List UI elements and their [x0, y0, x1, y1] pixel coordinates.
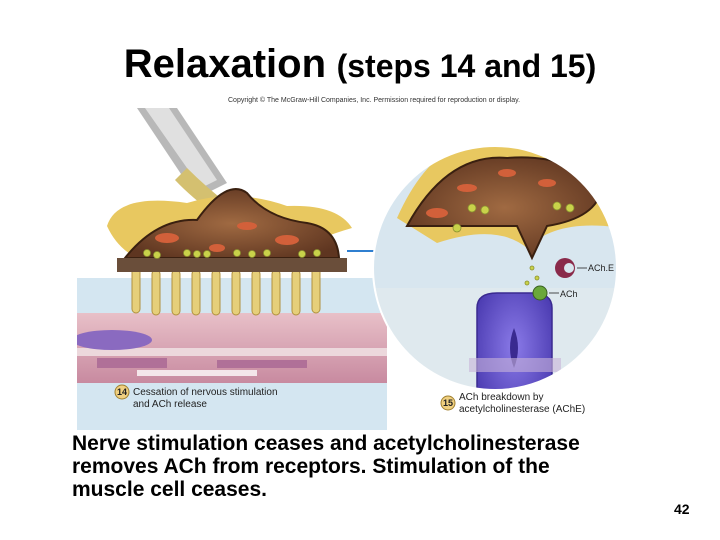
- title-main: Relaxation: [124, 42, 326, 86]
- step-14-line1: Cessation of nervous stimulation: [133, 387, 278, 398]
- caption-line-2: removes ACh from receptors. Stimulation …: [72, 455, 672, 478]
- neuromuscular-figure: ACh.E ACh 14 Cessation of nervous stimul…: [77, 108, 642, 430]
- step-14-line2: and ACh release: [133, 399, 207, 410]
- slide-caption: Nerve stimulation ceases and acetylcholi…: [72, 432, 672, 501]
- slide-title: Relaxation (steps 14 and 15): [0, 42, 720, 87]
- step-15-line1: ACh breakdown by: [459, 392, 544, 403]
- ache-enzyme: [555, 258, 575, 278]
- step-14-number: 14: [117, 387, 127, 397]
- page-number: 42: [674, 501, 690, 517]
- ach-molecule: [533, 286, 547, 300]
- muscle-fiber: [77, 313, 387, 383]
- title-sub: (steps 14 and 15): [337, 48, 597, 84]
- ach-label: ACh: [560, 289, 578, 299]
- ache-label: ACh.E: [588, 263, 614, 273]
- step-15-number: 15: [443, 398, 453, 408]
- figure-svg: ACh.E ACh 14 Cessation of nervous stimul…: [77, 108, 642, 430]
- copyright-notice: Copyright © The McGraw-Hill Companies, I…: [228, 97, 528, 104]
- caption-line-3: muscle cell ceases.: [72, 478, 672, 501]
- step-15-line2: acetylcholinesterase (AChE): [459, 404, 585, 415]
- caption-line-1: Nerve stimulation ceases and acetylcholi…: [72, 432, 672, 455]
